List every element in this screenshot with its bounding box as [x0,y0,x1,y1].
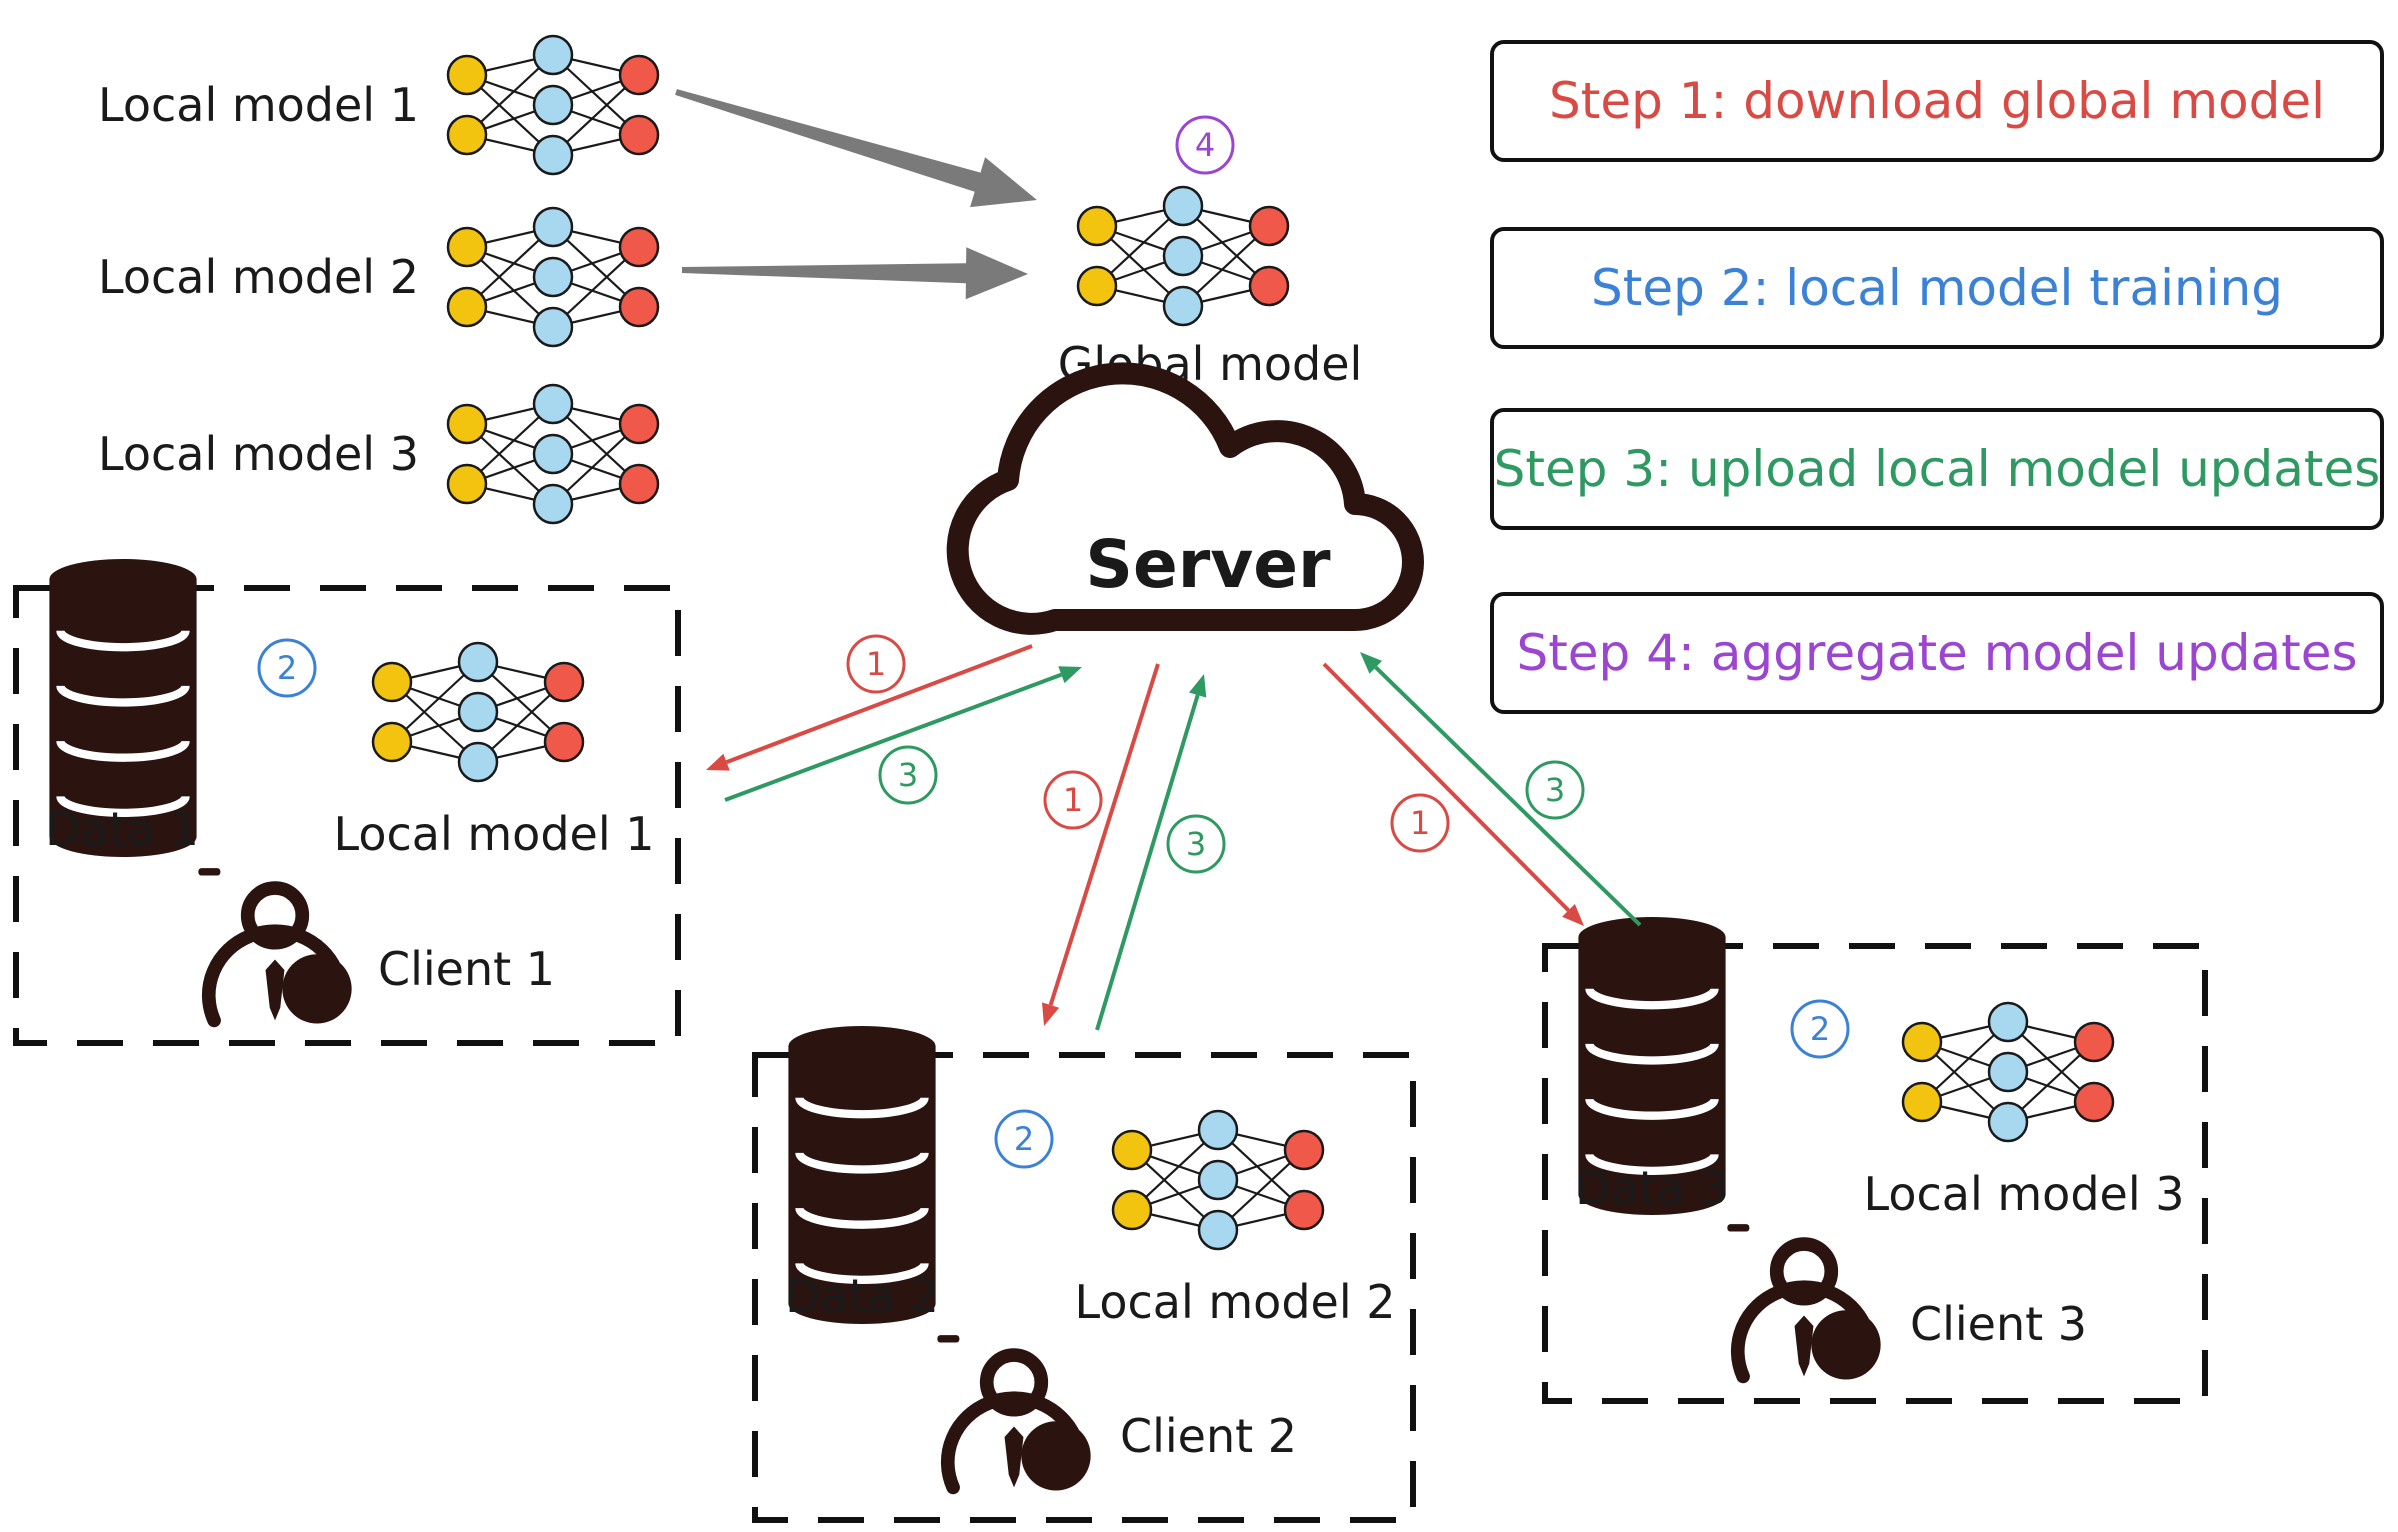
client-3-person-icon [1727,1224,1880,1379]
upload-arrow-client-1 [724,666,1082,802]
stack-local-model-label-2: Local model 2 [98,250,419,304]
merge-arrow-2 [682,247,1028,300]
upload-badge-client-2-number: 3 [1186,825,1206,863]
step-legend-box-3: Step 3: upload local model updates [1490,408,2384,530]
client-3-neural-network-icon [1901,1001,2115,1143]
client-3-model-label: Local model 3 [1864,1167,2185,1221]
step-legend-box-2: Step 2: local model training [1490,227,2384,349]
download-badge-client-2: 1 [1043,770,1103,830]
client-3-training-badge: 2 [1790,999,1850,1059]
client-2-model-label: Local model 2 [1075,1275,1396,1329]
upload-badge-client-1: 3 [878,745,938,805]
client-3-group [1542,943,2208,1404]
client-1-data-label: Data 1 [45,802,199,856]
client-2-dashed-border [752,1052,1416,1523]
upload-arrow-client-3 [1360,652,1642,927]
client-2-person-icon [937,1335,1090,1490]
upload-badge-client-2: 3 [1166,814,1226,874]
upload-badge-client-3-number: 3 [1545,771,1565,809]
client-2-training-badge: 2 [994,1109,1054,1169]
download-arrow-client-3 [1322,662,1584,926]
server-cloud-icon: Server [946,362,1424,635]
client-3-data-label: Data 3 [1575,1161,1729,1215]
stack-local-model-label-3: Local model 3 [98,427,419,481]
merge-arrow-1 [675,89,1037,208]
client-1-person-icon [198,868,351,1023]
download-badge-client-3: 1 [1390,793,1450,853]
download-arrow-client-2 [1042,663,1160,1026]
client-1-model-label: Local model 1 [334,807,655,861]
stack-local-model-label-1: Local model 1 [98,78,419,132]
download-badge-client-1-number: 1 [866,645,886,683]
download-badge-client-1: 1 [846,634,906,694]
step-legend-label-2: Step 2: local model training [1591,259,2283,317]
upload-arrow-client-2 [1095,674,1207,1031]
stack-neural-network-icon-3 [446,383,660,525]
step-legend-label-3: Step 3: upload local model updates [1494,440,2381,498]
client-3-client-label: Client 3 [1910,1297,2087,1351]
client-1-neural-network-icon [371,641,585,783]
client-1-training-badge-number: 2 [277,649,297,687]
upload-badge-client-3: 3 [1525,760,1585,820]
client-1-client-label: Client 1 [378,942,555,996]
client-2-training-badge-number: 2 [1014,1120,1034,1158]
client-1-training-badge: 2 [257,638,317,698]
step-legend-box-1: Step 1: download global model [1490,40,2384,162]
download-badge-client-2-number: 1 [1063,781,1083,819]
client-3-dashed-border [1542,943,2208,1404]
step-legend-label-1: Step 1: download global model [1549,72,2325,130]
aggregate-step-badge: 4 [1175,115,1235,175]
stack-neural-network-icon-1 [446,34,660,176]
step-legend-label-4: Step 4: aggregate model updates [1516,624,2357,682]
client-2-neural-network-icon [1111,1109,1325,1251]
aggregate-step-badge-number: 4 [1195,126,1215,164]
client-2-client-label: Client 2 [1120,1409,1297,1463]
client-3-training-badge-number: 2 [1810,1010,1830,1048]
step-legend-box-4: Step 4: aggregate model updates [1490,592,2384,714]
upload-badge-client-1-number: 3 [898,756,918,794]
server-label: Server [1085,526,1331,603]
client-2-group [752,1052,1416,1523]
global-neural-network-icon [1076,185,1290,327]
client-1-dashed-border [13,585,681,1046]
client-1-group [13,585,681,1046]
stack-neural-network-icon-2 [446,206,660,348]
download-badge-client-3-number: 1 [1410,804,1430,842]
client-2-data-label: Data 2 [785,1269,939,1323]
download-arrow-client-1 [706,644,1033,771]
